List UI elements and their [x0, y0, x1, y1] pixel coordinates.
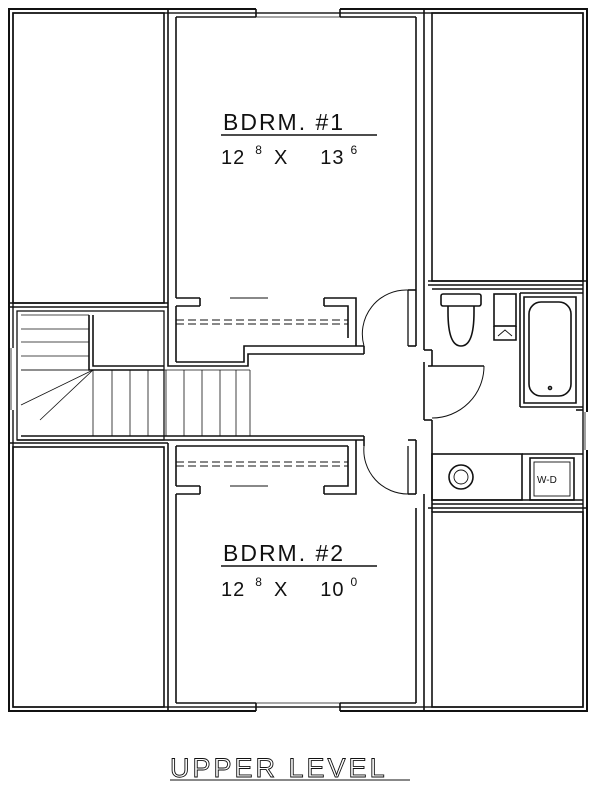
bedroom-2-name: BDRM. #2	[223, 540, 345, 566]
left-attic-spaces	[9, 12, 168, 708]
bedroom-2-walls	[176, 494, 425, 713]
staircase	[8, 310, 364, 441]
bedroom-1-name: BDRM. #1	[223, 109, 345, 135]
bathroom	[428, 284, 589, 505]
bedroom-1-walls	[167, 7, 425, 350]
level-label: UPPER LEVEL	[170, 753, 388, 783]
washer-dryer-label: W-D	[537, 475, 557, 486]
bedroom-2-dimensions: 12 8 X 10 0	[221, 573, 358, 601]
room-labels: BDRM. #1 12 8 X 13 6 BDRM. #2 12 8 X 10 …	[221, 109, 557, 601]
hall-doors	[361, 289, 485, 512]
closet-1	[167, 297, 364, 367]
right-attic-spaces	[428, 12, 587, 708]
bedroom-1-dimensions: 12 8 X 13 6	[221, 141, 358, 169]
closet-2	[167, 440, 357, 711]
level-title: UPPER LEVEL	[170, 753, 410, 783]
